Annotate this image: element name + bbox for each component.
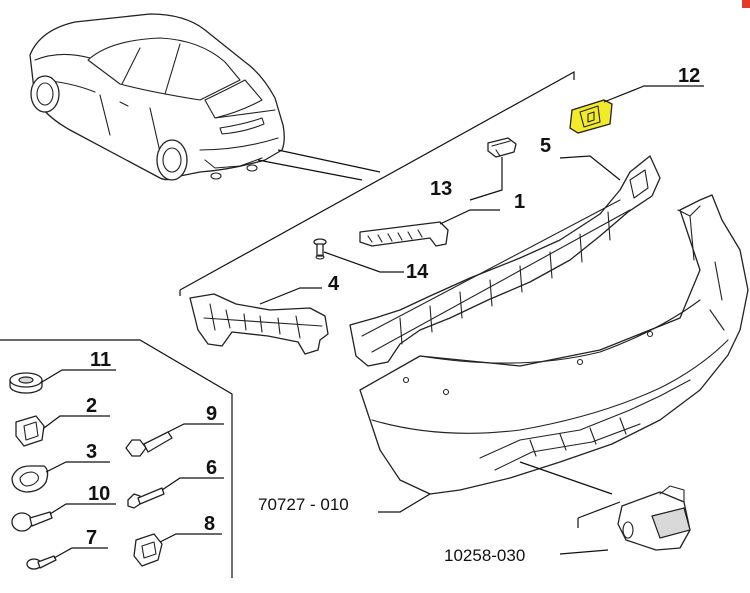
reference-exhaust-tip[interactable]: 10258-030 <box>444 546 525 565</box>
part-3-grommet: 3 <box>11 441 110 493</box>
part-12-bracket: 12 <box>569 65 704 134</box>
exploded-frame <box>179 70 575 296</box>
callout-1[interactable]: 1 <box>514 191 525 213</box>
corner-mark-icon <box>742 0 750 8</box>
callout-6[interactable]: 6 <box>206 457 217 479</box>
callout-3[interactable]: 3 <box>86 441 97 463</box>
bumper-cover: 70727 - 010 <box>258 194 749 514</box>
callout-8[interactable]: 8 <box>204 513 215 535</box>
callout-13[interactable]: 13 <box>430 178 452 200</box>
part-11-washer: 11 <box>9 349 116 394</box>
part-14-screw: 14 <box>313 238 429 283</box>
exhaust-tip: 10258-030 <box>444 461 691 565</box>
part-4-bracket: 4 <box>189 273 340 355</box>
part-13-clip: 13 <box>430 137 517 201</box>
callout-14[interactable]: 14 <box>406 261 429 283</box>
callout-10[interactable]: 10 <box>88 483 110 505</box>
reference-bumper[interactable]: 70727 - 010 <box>258 495 349 514</box>
callout-7[interactable]: 7 <box>86 527 97 549</box>
callout-2[interactable]: 2 <box>86 395 97 417</box>
part-2-clip: 2 <box>15 395 110 447</box>
part-8-clip-nut: 8 <box>133 513 222 567</box>
part-9-bolt: 9 <box>125 403 224 457</box>
callout-4[interactable]: 4 <box>328 273 340 295</box>
part-7-rivet: 7 <box>26 527 108 570</box>
part-10-pin: 10 <box>11 483 116 532</box>
part-5-bracket: 5 <box>540 135 621 181</box>
small-parts-panel: 11 2 3 10 7 <box>0 339 233 578</box>
callout-11[interactable]: 11 <box>90 349 111 371</box>
part-6-screw: 6 <box>127 457 224 509</box>
callout-5[interactable]: 5 <box>540 135 551 157</box>
part-1-bracket: 1 <box>359 191 525 247</box>
bumper-beam <box>349 155 661 367</box>
callout-12[interactable]: 12 <box>678 65 700 87</box>
car-illustration <box>29 13 381 181</box>
callout-9[interactable]: 9 <box>206 403 217 425</box>
